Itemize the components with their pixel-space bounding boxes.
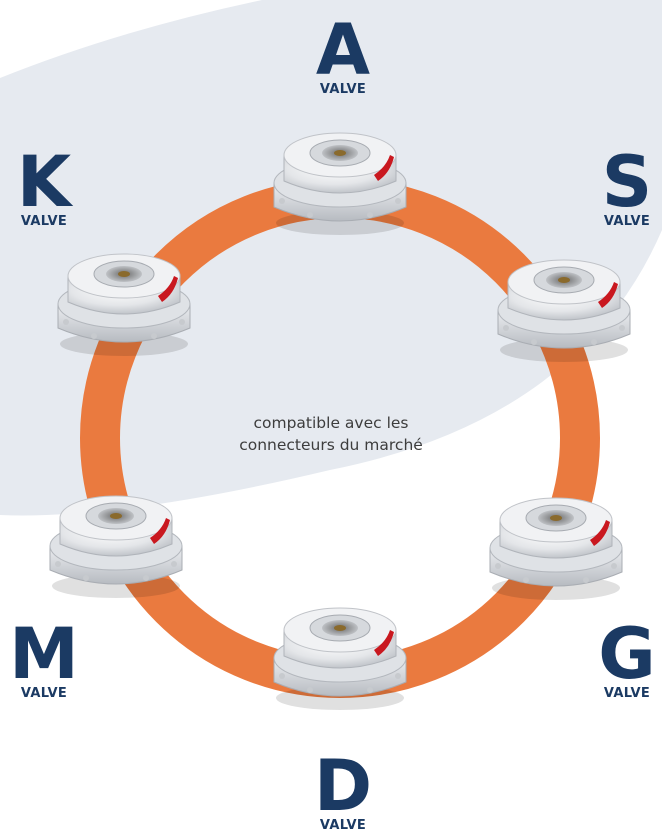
connector-m [49, 495, 183, 599]
valve-letter-a: A [315, 9, 371, 91]
connector-g [489, 497, 623, 601]
valve-label-s: S VALVE [601, 141, 653, 230]
valve-word-a: VALVE [319, 82, 367, 97]
valve-word-m: VALVE [20, 686, 68, 701]
valve-word-g: VALVE [603, 686, 651, 701]
valve-letter-m: M [9, 613, 79, 695]
caption-line-1: compatible avec les [253, 414, 409, 432]
valve-label-d: D VALVE [313, 745, 373, 834]
background-blob [0, 0, 662, 516]
valve-label-k: K VALVE [16, 141, 72, 230]
connector-d [273, 607, 407, 711]
valve-word-s: VALVE [603, 214, 651, 229]
center-caption: compatible avec les connecteurs du march… [214, 412, 448, 456]
valve-label-m: M VALVE [9, 613, 79, 702]
valve-word-k: VALVE [20, 214, 68, 229]
valve-letter-g: G [598, 613, 656, 695]
valve-label-g: G VALVE [598, 613, 656, 702]
connector-k [57, 253, 191, 357]
valve-letter-s: S [601, 141, 653, 223]
valve-letter-d: D [313, 745, 373, 827]
connector-a [273, 132, 407, 236]
valve-label-a: A VALVE [315, 9, 371, 98]
valve-word-d: VALVE [319, 818, 367, 833]
caption-line-2: connecteurs du marché [239, 436, 423, 454]
connector-s [497, 259, 631, 363]
valve-letter-k: K [16, 141, 72, 223]
